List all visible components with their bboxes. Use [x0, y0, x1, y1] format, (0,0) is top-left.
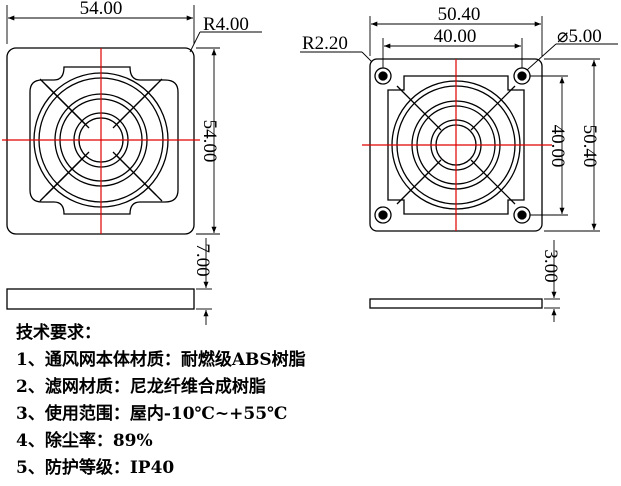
- front-grille-frame: [29, 66, 179, 215]
- right-thickness-dimension: [544, 240, 560, 322]
- back-hole-spacing-v-dimension: [530, 75, 568, 216]
- front-center-lines: [2, 48, 200, 234]
- left-side-view: [6, 288, 195, 310]
- right-thickness-label: 3.00: [540, 249, 561, 282]
- back-outer-height-label: 50.40: [579, 125, 600, 168]
- mounting-hole-bottom-left: [374, 206, 392, 224]
- back-hole-dia-label: ⌀5.00: [557, 26, 602, 47]
- front-width-dimension: [6, 5, 195, 44]
- back-hole-spacing-v-label: 40.00: [547, 125, 568, 168]
- front-radius-label: R4.00: [203, 14, 249, 35]
- notes-title: 技术要求：: [16, 323, 101, 343]
- front-spokes: [39, 78, 163, 202]
- back-hole-spacing-h-label: 40.00: [434, 26, 477, 47]
- left-side-profile: [6, 288, 195, 310]
- back-outer-width-label: 50.40: [438, 4, 481, 25]
- note-item: 4、除尘率：89%: [16, 431, 153, 451]
- back-outer-width-dimension: [369, 16, 543, 56]
- back-center-lines: [362, 59, 552, 231]
- note-item: 2、滤网材质：尼龙纤维合成树脂: [16, 377, 266, 397]
- note-item: 5、防护等级：IP40: [16, 458, 175, 478]
- back-radius-label: R2.20: [302, 33, 348, 54]
- back-spokes: [396, 85, 516, 205]
- technical-requirements: 技术要求： 1、通风网本体材质：耐燃级ABS树脂 2、滤网材质：尼龙纤维合成树脂…: [16, 320, 306, 482]
- front-radius-leader: [189, 31, 262, 53]
- front-width-label: 54.00: [80, 0, 123, 19]
- front-height-label: 54.00: [199, 120, 220, 163]
- back-radius-leader: [300, 51, 373, 63]
- right-side-view: [369, 298, 543, 309]
- right-side-profile: [369, 298, 543, 309]
- front-height-dimension: [196, 47, 220, 235]
- left-thickness-dimension: [196, 238, 212, 325]
- back-hole-leader: [526, 43, 618, 71]
- note-item: 1、通风网本体材质：耐燃级ABS树脂: [16, 350, 306, 370]
- back-grille-frame: [387, 75, 525, 215]
- note-item: 3、使用范围：屋内-10℃~+55℃: [16, 404, 288, 424]
- back-hole-spacing-h-dimension: [382, 38, 523, 68]
- back-outer-height-dimension: [544, 58, 600, 232]
- left-thickness-label: 7.00: [192, 243, 213, 276]
